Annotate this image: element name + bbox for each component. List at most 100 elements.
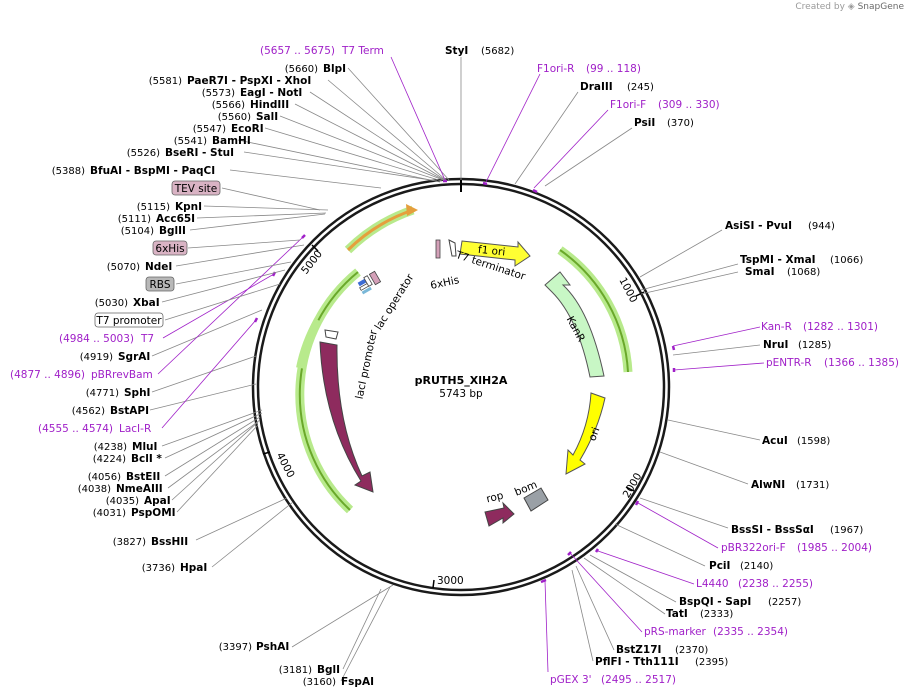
site-pos: (1285) (798, 340, 831, 351)
site-name: PciI (709, 560, 730, 572)
site-pos: (5111) (118, 214, 151, 225)
site-pos: (1731) (796, 480, 829, 491)
site-pos: (4562) (72, 406, 105, 417)
f1-ori-label: f1 ori (477, 244, 505, 259)
tick-label-3000: 3000 (437, 575, 464, 587)
site-name: Acc65I (156, 213, 195, 225)
tick-label-1000: 1000 (616, 276, 639, 305)
site-pos: (4031) (93, 508, 126, 519)
f1-ori-feature (459, 240, 531, 267)
site-pos: (245) (627, 82, 654, 93)
lacI-feature (319, 341, 374, 493)
site-name: SmaI (745, 266, 775, 278)
site-name: KpnI (175, 201, 202, 213)
tev-site-label: TEV site (174, 183, 218, 195)
primer-pos: (4984 .. 5003) (59, 333, 134, 345)
rbs-box: RBS (145, 276, 175, 292)
rop-label: rop (485, 490, 505, 506)
site-pos: (5573) (202, 88, 235, 99)
site-pos: (4056) (88, 472, 121, 483)
site-name: PspOMI (131, 507, 176, 519)
primer-pos: (1282 .. 1301) (803, 321, 878, 333)
site-name: BspQI - SapI (679, 596, 751, 608)
site-pos: (4919) (80, 352, 113, 363)
snapgene-credit: Created by ◈ SnapGene (795, 2, 904, 12)
site-pos: (1598) (797, 436, 830, 447)
site-name: AcuI (762, 435, 788, 447)
site-pos: (1967) (830, 525, 863, 536)
primer-name: pRS-marker (644, 626, 707, 638)
primer-name: pENTR-R (766, 357, 812, 369)
sixhis-feature (435, 239, 441, 259)
site-name: PshAI (256, 641, 289, 653)
site-pos: (5070) (107, 262, 140, 273)
rbs-label: RBS (150, 279, 171, 291)
site-pos: (5388) (52, 166, 85, 177)
rop-feature (484, 501, 515, 527)
site-pos: (2333) (700, 609, 733, 620)
site-name: NruI (763, 339, 788, 351)
site-pos: (5682) (481, 46, 514, 57)
site-name: PaeR7I - PspXI - XhoI (187, 75, 311, 87)
site-name: BfuAI - BspMI - PaqCI (90, 165, 215, 177)
plasmid-size: 5743 bp (439, 388, 483, 400)
primer-name: L4440 (696, 578, 729, 590)
primer-name: pGEX 3' (550, 674, 592, 686)
site-pos: (944) (808, 221, 835, 232)
site-name: BssHII (151, 536, 188, 548)
site-name: BssSI - BssSαI (731, 524, 814, 536)
site-name: BamHI (212, 135, 251, 147)
site-name: HindIII (250, 99, 289, 111)
site-name: NdeI (145, 261, 172, 273)
site-pos: (4224) (93, 454, 126, 465)
site-name: SalI (256, 111, 278, 123)
primer-pos: (2335 .. 2354) (713, 626, 788, 638)
site-name: TatI (666, 608, 688, 620)
site-pos: (4038) (78, 484, 111, 495)
site-pos: (5541) (174, 136, 207, 147)
primer-name: LacI-R (119, 423, 151, 435)
primer-pos: (1366 .. 1385) (824, 357, 899, 369)
site-pos: (5547) (193, 124, 226, 135)
lacI-promoter-feature (324, 329, 339, 340)
site-name: XbaI (133, 297, 160, 309)
primer-leader-lines (157, 56, 765, 673)
t7-arrowhead (406, 204, 418, 216)
site-name: MluI (132, 441, 157, 453)
bom-feature (523, 487, 549, 512)
primer-pos: (1985 .. 2004) (797, 542, 872, 554)
site-pos: (4771) (86, 388, 119, 399)
primer-pos: (2495 .. 2517) (601, 674, 676, 686)
site-pos: (5030) (95, 298, 128, 309)
site-pos: (3827) (113, 537, 146, 548)
site-name: BseRI - StuI (165, 147, 234, 159)
primer-pos: (99 .. 118) (586, 63, 641, 75)
lac-operator-cluster (357, 270, 382, 295)
site-pos: (1068) (787, 267, 820, 278)
primer-name: Kan-R (761, 321, 792, 333)
site-name: BstEII (126, 471, 160, 483)
site-name: BglI (317, 664, 340, 676)
site-pos: (5566) (212, 100, 245, 111)
primer-name: F1ori-R (537, 63, 574, 75)
site-pos: (2140) (740, 561, 773, 572)
primer-pos: (4877 .. 4896) (10, 369, 85, 381)
tev-site-box: TEV site (171, 180, 221, 196)
primer-pos: (4555 .. 4574) (38, 423, 113, 435)
site-name: EcoRI (231, 123, 264, 135)
site-pos: (1066) (830, 255, 863, 266)
site-name: BlpI (323, 63, 346, 75)
snapgene-logo-icon: ◈ (847, 2, 855, 12)
site-name: TspMI - XmaI (740, 254, 816, 266)
site-pos: (5526) (127, 148, 160, 159)
primer-name: pBRrevBam (91, 369, 153, 381)
site-pos: (5104) (121, 226, 154, 237)
lacI-label: lacI (318, 407, 334, 428)
site-pos: (2395) (695, 657, 728, 668)
site-name: HpaI (180, 562, 207, 574)
kanR-feature (544, 271, 605, 378)
site-name: EagI - NotI (240, 87, 302, 99)
site-name: FspAI (341, 676, 374, 688)
primer-pos: (5657 .. 5675) (260, 45, 335, 57)
